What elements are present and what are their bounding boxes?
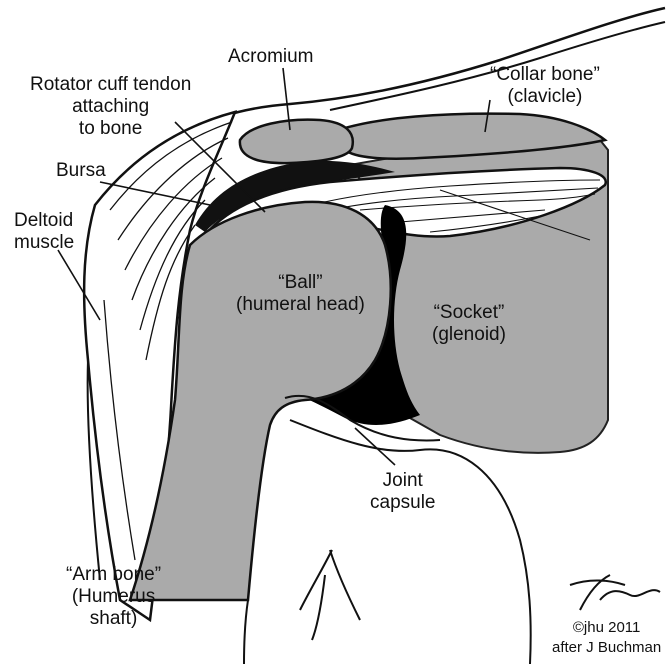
credit-block: ©jhu 2011 after J Buchman <box>552 618 661 658</box>
after-credit-text: after J Buchman <box>552 638 661 658</box>
arm-bone-line-1: “Arm bone” <box>66 564 161 586</box>
joint-capsule-line-1: Joint <box>370 470 436 492</box>
label-rotator-cuff: Rotator cuff tendon attaching to bone <box>30 74 191 140</box>
acromium-text: Acromium <box>228 46 314 68</box>
socket-line-2: (glenoid) <box>432 324 506 346</box>
deltoid-line-1: Deltoid <box>14 210 74 232</box>
shaft-inner-line <box>244 600 248 664</box>
ball-line-2: (humeral head) <box>236 294 365 316</box>
copyright-text: ©jhu 2011 <box>552 618 661 638</box>
leader-joint-capsule <box>355 428 395 465</box>
label-collar-bone: “Collar bone” (clavicle) <box>490 64 600 108</box>
arm-bone-line-2: (Humerus <box>66 586 161 608</box>
signature-mark <box>570 575 660 610</box>
acromium-bone <box>240 120 353 163</box>
label-deltoid: Deltoid muscle <box>14 210 74 254</box>
label-socket: “Socket” (glenoid) <box>432 302 506 346</box>
bursa-text: Bursa <box>56 160 106 182</box>
label-arm-bone: “Arm bone” (Humerus shaft) <box>66 564 161 630</box>
rotator-cuff-line-3: to bone <box>30 118 191 140</box>
label-acromium: Acromium <box>228 46 314 68</box>
deltoid-line-2: muscle <box>14 232 74 254</box>
label-bursa: Bursa <box>56 160 106 182</box>
label-joint-capsule: Joint capsule <box>370 470 436 514</box>
socket-line-1: “Socket” <box>432 302 506 324</box>
joint-capsule-line-2: capsule <box>370 492 436 514</box>
label-ball: “Ball” (humeral head) <box>236 272 365 316</box>
collar-bone-line-1: “Collar bone” <box>490 64 600 86</box>
lower-creases <box>300 550 360 640</box>
rotator-cuff-line-2: attaching <box>30 96 191 118</box>
rotator-cuff-line-1: Rotator cuff tendon <box>30 74 191 96</box>
ball-line-1: “Ball” <box>236 272 365 294</box>
collar-bone-line-2: (clavicle) <box>490 86 600 108</box>
arm-bone-line-3: shaft) <box>66 608 161 630</box>
humerus-shaft-curve <box>290 420 531 664</box>
